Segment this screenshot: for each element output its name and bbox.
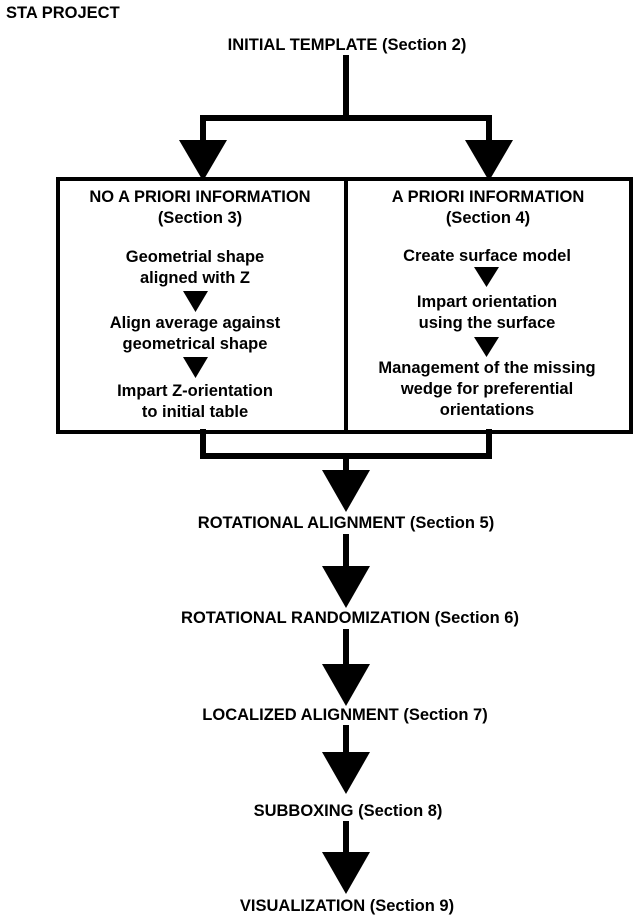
arrowhead-to-step7 (322, 664, 370, 706)
left-step-2: Align average against geometrical shape (110, 313, 281, 355)
left-step-1-line1: Geometrial shape (125, 248, 265, 266)
small-arrow-right-1 (474, 267, 499, 287)
right-box-title-line2: (Section 4) (445, 209, 531, 227)
right-box-title: A PRIORI INFORMATION (Section 4) (392, 187, 585, 229)
arrowhead-left-branch (179, 140, 227, 181)
small-arrow-left-1 (183, 291, 208, 312)
right-step-3: Management of the missing wedge for pref… (378, 358, 595, 421)
arrowhead-to-step5 (322, 470, 370, 512)
step-rotational-randomization: ROTATIONAL RANDOMIZATION (Section 6) (179, 609, 521, 628)
right-step-3-line2: wedge for preferential (400, 380, 574, 398)
left-step-1: Geometrial shape aligned with Z (126, 247, 264, 289)
left-box-title-line1: NO A PRIORI INFORMATION (89, 188, 311, 206)
right-step-2-line2: using the surface (418, 314, 556, 332)
right-step-3-line3: orientations (439, 401, 535, 419)
left-step-1-line2: aligned with Z (139, 269, 250, 287)
step-subboxing: SUBBOXING (Section 8) (251, 802, 445, 821)
left-step-3-line1: Impart Z-orientation (117, 382, 273, 400)
arrowhead-to-step8 (322, 752, 370, 794)
arrowhead-to-step9 (322, 852, 370, 894)
step-localized-alignment: LOCALIZED ALIGNMENT (Section 7) (200, 706, 490, 725)
right-step-2-line1: Impart orientation (416, 293, 558, 311)
small-arrow-right-2 (474, 337, 499, 357)
left-step-3-line2: to initial table (141, 403, 249, 421)
right-step-1-line1: Create surface model (403, 247, 571, 265)
left-step-2-line1: Align average against (109, 314, 281, 332)
right-box-title-line1: A PRIORI INFORMATION (391, 188, 585, 206)
left-step-2-line2: geometrical shape (122, 335, 268, 353)
arrowhead-right-branch (465, 140, 513, 181)
right-step-1: Create surface model (403, 246, 571, 267)
step-rotational-alignment: ROTATIONAL ALIGNMENT (Section 5) (195, 514, 497, 533)
left-step-3: Impart Z-orientation to initial table (117, 381, 273, 423)
right-step-2: Impart orientation using the surface (417, 292, 557, 334)
right-step-3-line1: Management of the missing (378, 359, 596, 377)
step-visualization: VISUALIZATION (Section 9) (237, 897, 457, 916)
left-box-title-line2: (Section 3) (157, 209, 243, 227)
left-box-title: NO A PRIORI INFORMATION (Section 3) (89, 187, 310, 229)
project-title: STA PROJECT (6, 4, 120, 23)
arrowhead-to-step6 (322, 566, 370, 608)
small-arrow-left-2 (183, 357, 208, 378)
initial-template-label: INITIAL TEMPLATE (Section 2) (225, 36, 469, 55)
